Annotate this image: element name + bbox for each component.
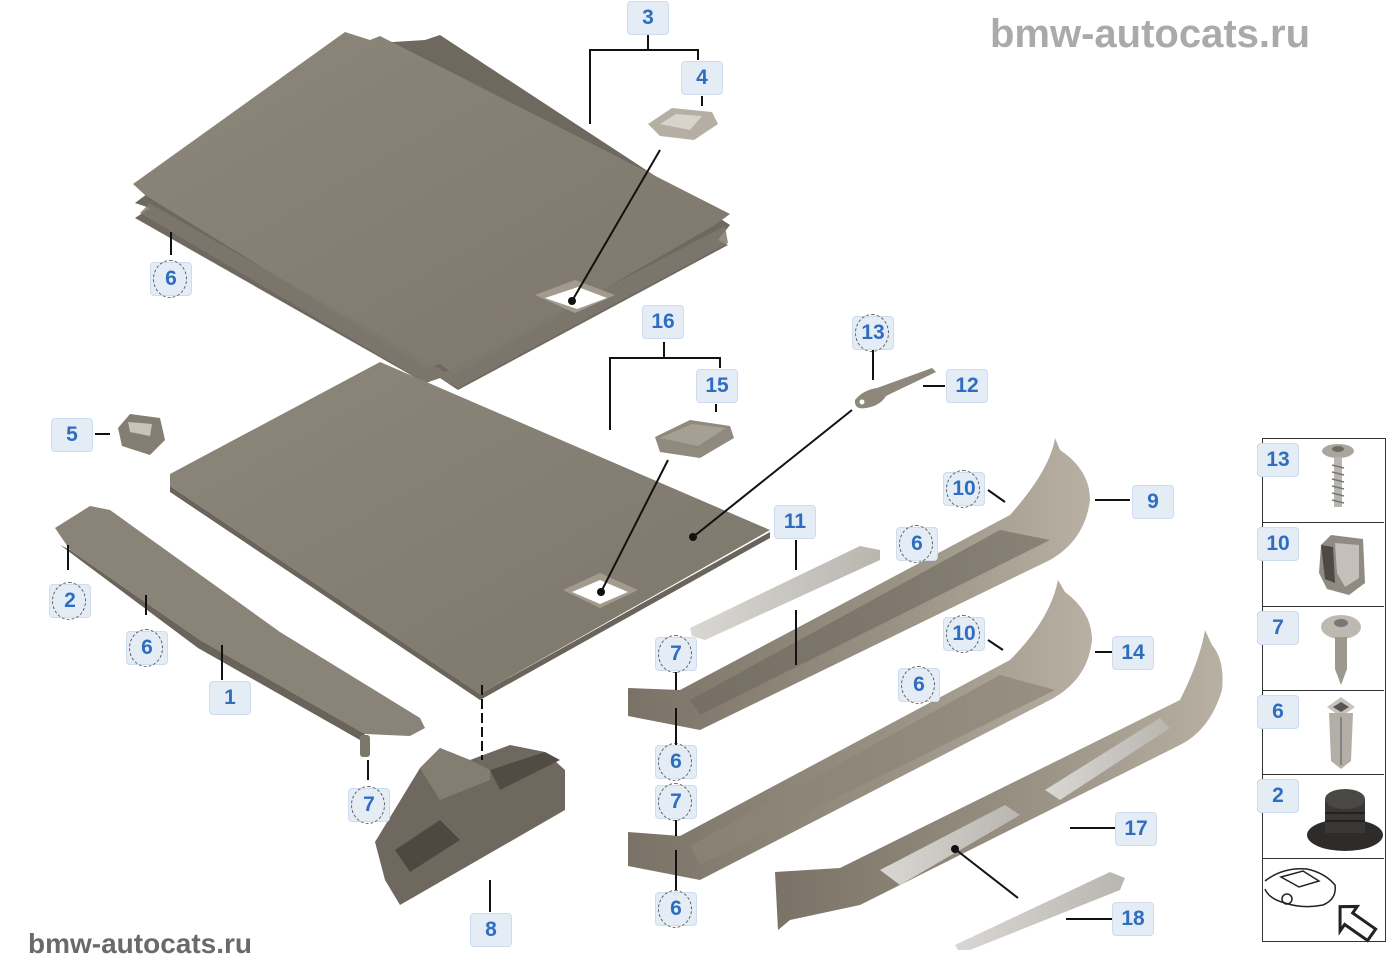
part-18-plate <box>955 872 1125 950</box>
legend-number: 6 <box>1257 695 1299 729</box>
callout-3[interactable]: 3 <box>627 1 669 35</box>
legend-number: 10 <box>1257 527 1299 561</box>
callout-7[interactable]: 7 <box>655 785 697 819</box>
callout-6[interactable]: 6 <box>150 262 192 296</box>
part-1-rail <box>55 506 425 757</box>
legend-footer <box>1263 859 1384 943</box>
callout-7[interactable]: 7 <box>655 637 697 671</box>
callout-2[interactable]: 2 <box>49 584 91 618</box>
watermark-bottom: bmw-autocats.ru <box>28 928 253 959</box>
legend-item[interactable]: 2 <box>1257 775 1384 859</box>
legend-item[interactable]: 10 <box>1257 523 1384 607</box>
part-15-cover <box>655 420 734 458</box>
part-12-strap <box>854 368 936 409</box>
floor-panel-upper <box>133 32 730 390</box>
callout-18[interactable]: 18 <box>1112 902 1154 936</box>
callout-16[interactable]: 16 <box>642 305 684 339</box>
callout-6[interactable]: 6 <box>896 527 938 561</box>
part-11-plate <box>690 546 880 640</box>
legend-number: 2 <box>1257 779 1299 813</box>
callout-6[interactable]: 6 <box>126 631 168 665</box>
legend-item[interactable]: 13 <box>1257 439 1384 523</box>
callout-15[interactable]: 15 <box>696 369 738 403</box>
callout-12[interactable]: 12 <box>946 369 988 403</box>
part-14-trim <box>628 580 1092 880</box>
leader-lines <box>67 34 1130 920</box>
watermark-top: bmw-autocats.ru <box>990 12 1311 56</box>
part-8-bracket <box>375 745 565 905</box>
screw-icon <box>1322 444 1354 507</box>
callout-4[interactable]: 4 <box>681 61 723 95</box>
part-9-trim-inner <box>628 438 1090 730</box>
callout-9[interactable]: 9 <box>1132 485 1174 519</box>
part-4-cap <box>648 108 718 140</box>
part-5-clip <box>118 414 165 455</box>
callout-8[interactable]: 8 <box>470 913 512 947</box>
callout-6[interactable]: 6 <box>655 892 697 926</box>
sheet-metal-screw-icon <box>1321 615 1361 685</box>
floor-panel-lower <box>170 362 770 700</box>
callout-14[interactable]: 14 <box>1112 636 1154 670</box>
legend-number: 13 <box>1257 443 1299 477</box>
callout-6[interactable]: 6 <box>898 668 940 702</box>
rubber-grommet-icon <box>1307 789 1383 851</box>
legend-number: 7 <box>1257 611 1299 645</box>
callout-5[interactable]: 5 <box>51 418 93 452</box>
legend-item[interactable]: 6 <box>1257 691 1384 775</box>
clip-nut-icon <box>1319 535 1365 595</box>
callout-10[interactable]: 10 <box>943 472 985 506</box>
callout-6[interactable]: 6 <box>655 745 697 779</box>
fastener-legend: 13 10 7 6 2 <box>1257 438 1386 943</box>
car-rear-view-arrow-icon <box>1264 868 1378 943</box>
callout-1[interactable]: 1 <box>209 681 251 715</box>
callout-10[interactable]: 10 <box>943 617 985 651</box>
callout-7[interactable]: 7 <box>348 788 390 822</box>
expanding-nut-icon <box>1327 697 1355 769</box>
callout-11[interactable]: 11 <box>774 505 816 539</box>
legend-item[interactable]: 7 <box>1257 607 1384 691</box>
callout-13[interactable]: 13 <box>852 316 894 350</box>
callout-17[interactable]: 17 <box>1115 812 1157 846</box>
